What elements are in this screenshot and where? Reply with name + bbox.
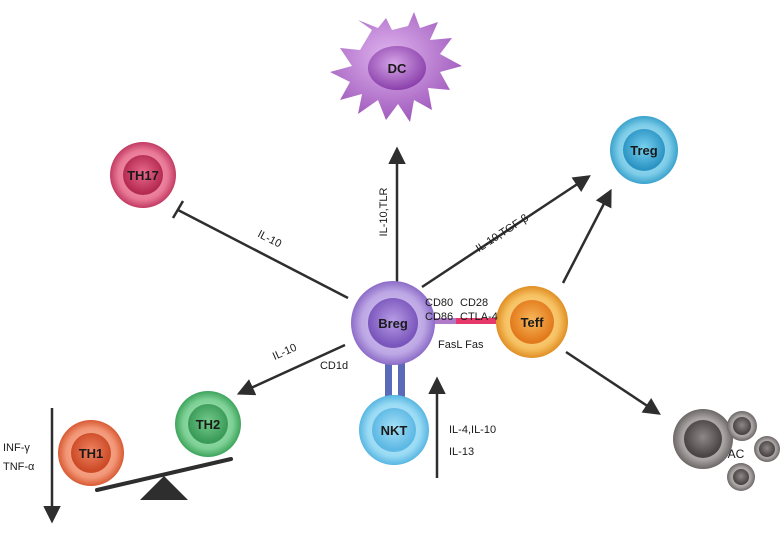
th17-label: TH17 bbox=[127, 168, 159, 183]
nkt-label: NKT bbox=[381, 423, 408, 438]
label-th1-tnfa: TNF-α bbox=[3, 461, 35, 473]
label-nkt-breg-1: IL-4,IL-10 bbox=[449, 424, 496, 436]
th1-cell: TH1 bbox=[58, 420, 124, 486]
dc-cell: DC bbox=[330, 12, 462, 122]
label-breg-dc: IL-10,TLR bbox=[378, 187, 390, 236]
th1-th2-balance bbox=[95, 457, 233, 500]
breg-label: Breg bbox=[378, 316, 408, 331]
ac-label: AC bbox=[728, 447, 745, 461]
teff-nucleus bbox=[510, 300, 554, 344]
breg-cell: Breg bbox=[351, 281, 435, 365]
inhibit-breg-to-th17 bbox=[171, 200, 349, 300]
label-cd28: CD28 bbox=[460, 297, 488, 309]
label-cd80: CD80 bbox=[425, 297, 453, 309]
arrow-breg-to-th2 bbox=[236, 343, 346, 396]
cd86-ctla4-link bbox=[456, 318, 496, 324]
nkt-cell: NKT bbox=[359, 395, 429, 465]
label-nkt-breg-2: IL-13 bbox=[449, 446, 474, 458]
th1-nucleus bbox=[71, 433, 111, 473]
label-cd86: CD86 bbox=[425, 311, 453, 323]
label-th1-infg: INF-γ bbox=[3, 442, 30, 454]
treg-cell: Treg bbox=[610, 116, 678, 184]
arrow-teff-to-treg bbox=[561, 188, 612, 284]
breg-teff-link bbox=[425, 318, 496, 324]
th2-cell: TH2 bbox=[175, 391, 241, 457]
dc-label: DC bbox=[388, 61, 407, 76]
label-breg-th2: IL-10 bbox=[271, 342, 299, 363]
breg-nucleus bbox=[368, 298, 418, 348]
ac-fragment bbox=[754, 436, 780, 462]
label-fasl-fas: FasL Fas bbox=[438, 339, 484, 351]
arrow-teff-to-ac bbox=[565, 350, 661, 415]
dc-nucleus bbox=[368, 46, 426, 90]
arrow-breg-to-treg bbox=[421, 175, 591, 289]
edges bbox=[43, 146, 661, 524]
label-ctla4: CTLA-4 bbox=[460, 311, 498, 323]
ac-fragment bbox=[727, 463, 755, 491]
th1-label: TH1 bbox=[79, 446, 104, 461]
nkt-nucleus bbox=[372, 408, 416, 452]
balance-fulcrum bbox=[140, 476, 188, 500]
label-cd1d: CD1d bbox=[320, 360, 348, 372]
ac-fragment bbox=[727, 411, 757, 441]
teff-label: Teff bbox=[521, 315, 545, 330]
label-breg-treg: IL-10,TGF-β bbox=[474, 212, 531, 255]
label-breg-th17: IL-10 bbox=[255, 228, 283, 250]
ac-cell bbox=[673, 409, 733, 469]
breg-nkt-link bbox=[385, 362, 405, 400]
th2-nucleus bbox=[188, 404, 228, 444]
th17-nucleus bbox=[123, 155, 163, 195]
teff-cell: Teff bbox=[496, 286, 568, 358]
th17-cell: TH17 bbox=[110, 142, 176, 208]
costim-labels: CD80 CD28 CD86 CTLA-4 FasL Fas bbox=[425, 297, 498, 351]
treg-label: Treg bbox=[630, 143, 658, 158]
treg-nucleus bbox=[623, 129, 665, 171]
balance-beam bbox=[95, 457, 233, 492]
th2-label: TH2 bbox=[196, 417, 221, 432]
ac-cell-cluster: AC bbox=[673, 409, 780, 491]
